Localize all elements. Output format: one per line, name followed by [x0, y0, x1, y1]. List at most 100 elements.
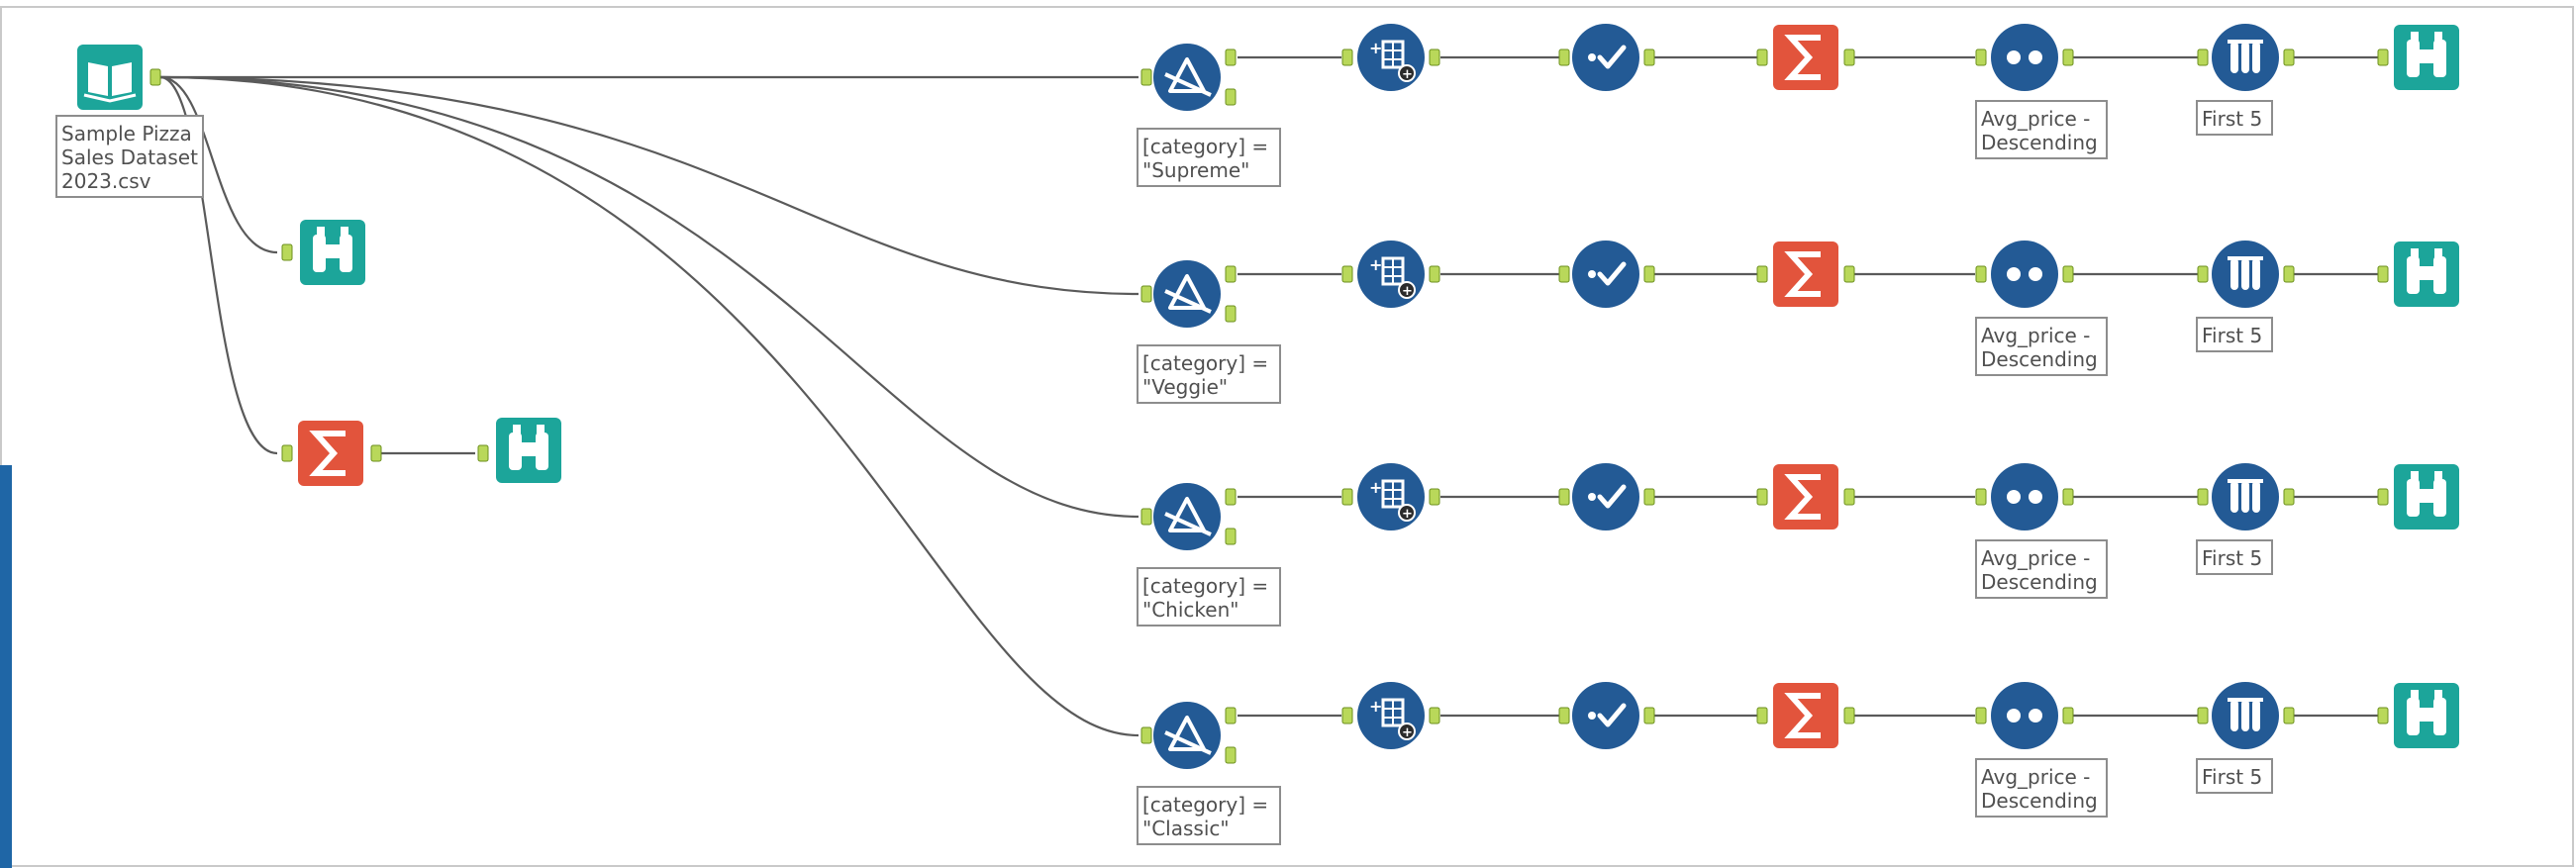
filter-true-anchor[interactable]	[1225, 265, 1237, 283]
svg-text:+: +	[1402, 725, 1413, 740]
formula-tool[interactable]: ++	[1357, 682, 1425, 749]
sample-tool[interactable]	[2212, 24, 2279, 91]
formula-tool[interactable]: ++	[1357, 463, 1425, 530]
sample-output-anchor[interactable]	[2283, 707, 2295, 724]
filter-tool[interactable]	[1153, 483, 1221, 550]
summarize-output-anchor[interactable]	[1843, 488, 1855, 506]
summarize-tool-side[interactable]	[298, 421, 363, 486]
select-input-anchor[interactable]	[1558, 707, 1570, 724]
filter-false-anchor[interactable]	[1225, 88, 1237, 106]
sample-tool[interactable]	[2212, 463, 2279, 530]
formula-input-anchor[interactable]	[1341, 265, 1353, 283]
summarize-output-anchor[interactable]	[370, 444, 382, 462]
filter-true-anchor[interactable]	[1225, 707, 1237, 724]
browse-tool-side-top[interactable]	[300, 220, 365, 285]
select-tool[interactable]	[1572, 241, 1639, 308]
filter-input-anchor[interactable]	[1140, 285, 1152, 303]
formula-input-anchor[interactable]	[1341, 48, 1353, 66]
select-input-anchor[interactable]	[1558, 488, 1570, 506]
filter-tool[interactable]	[1153, 44, 1221, 111]
sort-input-anchor[interactable]	[1975, 48, 1987, 66]
filter-tool[interactable]	[1153, 702, 1221, 769]
sort-input-anchor[interactable]	[1975, 265, 1987, 283]
select-input-anchor[interactable]	[1558, 265, 1570, 283]
select-input-anchor[interactable]	[1558, 48, 1570, 66]
sample-output-anchor[interactable]	[2283, 265, 2295, 283]
filter-false-anchor[interactable]	[1225, 528, 1237, 545]
filter-input-anchor[interactable]	[1140, 726, 1152, 744]
summarize-output-anchor[interactable]	[1843, 265, 1855, 283]
filter-input-anchor[interactable]	[1140, 68, 1152, 86]
sort-tool[interactable]	[1991, 241, 2058, 308]
formula-output-anchor[interactable]	[1429, 488, 1440, 506]
browse-tool-side-bottom[interactable]	[496, 418, 561, 483]
tool-annotation-line: Descending	[1981, 789, 2098, 813]
summarize-input-anchor[interactable]	[1756, 707, 1768, 724]
select-output-anchor[interactable]	[1643, 48, 1655, 66]
formula-output-anchor[interactable]	[1429, 707, 1440, 724]
sample-output-anchor[interactable]	[2283, 488, 2295, 506]
sort-output-anchor[interactable]	[2062, 488, 2074, 506]
select-output-anchor[interactable]	[1643, 488, 1655, 506]
sample-tool[interactable]	[2212, 241, 2279, 308]
summarize-input-anchor[interactable]	[281, 444, 293, 462]
summarize-input-anchor[interactable]	[1756, 488, 1768, 506]
browse-input-anchor[interactable]	[2377, 707, 2389, 724]
filter-label: [category] ="Supreme"	[1137, 128, 1281, 187]
filter-true-anchor[interactable]	[1225, 48, 1237, 66]
formula-tool[interactable]: ++	[1357, 24, 1425, 91]
filter-tool[interactable]	[1153, 260, 1221, 328]
browse-input-anchor[interactable]	[281, 243, 293, 261]
browse-bottom-input-anchor[interactable]	[477, 444, 489, 462]
filter-input-anchor[interactable]	[1140, 508, 1152, 526]
formula-output-anchor[interactable]	[1429, 48, 1440, 66]
sample-input-anchor[interactable]	[2197, 707, 2209, 724]
select-tool[interactable]	[1572, 24, 1639, 91]
summarize-tool[interactable]	[1773, 464, 1838, 530]
filter-true-anchor[interactable]	[1225, 488, 1237, 506]
summarize-input-anchor[interactable]	[1756, 265, 1768, 283]
summarize-tool[interactable]	[1773, 683, 1838, 748]
browse-input-anchor[interactable]	[2377, 48, 2389, 66]
filter-false-anchor[interactable]	[1225, 305, 1237, 323]
sort-output-anchor[interactable]	[2062, 48, 2074, 66]
sort-tool[interactable]	[1991, 682, 2058, 749]
browse-tool[interactable]	[2394, 683, 2459, 748]
tool-annotation-line: First 5	[2202, 324, 2262, 347]
formula-input-anchor[interactable]	[1341, 488, 1353, 506]
input-output-anchor[interactable]	[149, 68, 161, 86]
summarize-output-anchor[interactable]	[1843, 707, 1855, 724]
select-output-anchor[interactable]	[1643, 265, 1655, 283]
formula-tool[interactable]: ++	[1357, 241, 1425, 308]
browse-tool[interactable]	[2394, 464, 2459, 530]
summarize-input-anchor[interactable]	[1756, 48, 1768, 66]
sample-input-anchor[interactable]	[2197, 265, 2209, 283]
browse-input-anchor[interactable]	[2377, 488, 2389, 506]
select-output-anchor[interactable]	[1643, 707, 1655, 724]
sort-output-anchor[interactable]	[2062, 265, 2074, 283]
filter-false-anchor[interactable]	[1225, 746, 1237, 764]
formula-output-anchor[interactable]	[1429, 265, 1440, 283]
sort-tool[interactable]	[1991, 463, 2058, 530]
sort-output-anchor[interactable]	[2062, 707, 2074, 724]
sample-input-anchor[interactable]	[2197, 488, 2209, 506]
sort-input-anchor[interactable]	[1975, 488, 1987, 506]
sample-input-anchor[interactable]	[2197, 48, 2209, 66]
sample-output-anchor[interactable]	[2283, 48, 2295, 66]
select-tool[interactable]	[1572, 682, 1639, 749]
sort-icon	[1991, 241, 2058, 308]
input-data-tool[interactable]	[77, 45, 143, 110]
tool-annotation-line: [category] =	[1142, 574, 1268, 598]
sort-input-anchor[interactable]	[1975, 707, 1987, 724]
summarize-tool[interactable]	[1773, 241, 1838, 307]
browse-input-anchor[interactable]	[2377, 265, 2389, 283]
select-tool[interactable]	[1572, 463, 1639, 530]
sample-tool[interactable]	[2212, 682, 2279, 749]
sort-tool[interactable]	[1991, 24, 2058, 91]
formula-input-anchor[interactable]	[1341, 707, 1353, 724]
browse-tool[interactable]	[2394, 241, 2459, 307]
summarize-tool[interactable]	[1773, 25, 1838, 90]
summarize-output-anchor[interactable]	[1843, 48, 1855, 66]
browse-tool[interactable]	[2394, 25, 2459, 90]
